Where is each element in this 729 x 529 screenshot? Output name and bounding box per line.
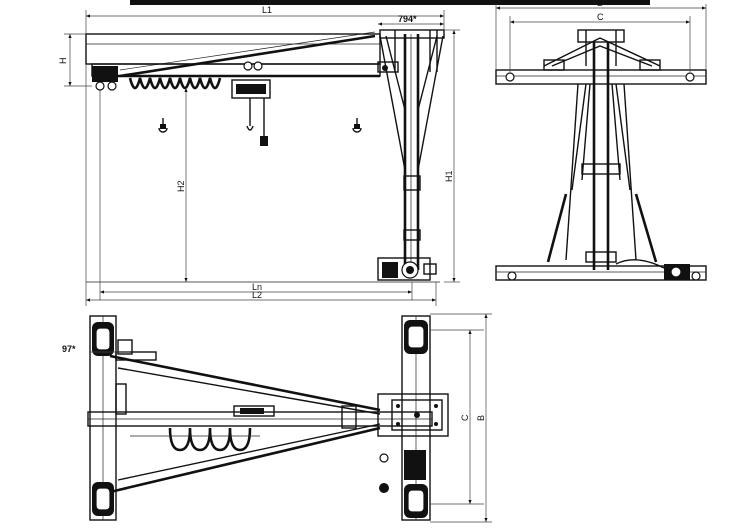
dim-label-794: 794* bbox=[398, 14, 417, 24]
dim-label-L1: L1 bbox=[262, 5, 272, 15]
hook-right bbox=[352, 118, 362, 133]
dim-label-plan-C: C bbox=[460, 414, 470, 421]
dim-label-plan-B: B bbox=[476, 415, 486, 421]
side-bottom-beam bbox=[495, 265, 707, 281]
plan-right-end-truck bbox=[379, 315, 431, 521]
dimension-side-B: B bbox=[495, 0, 707, 70]
side-top-beam bbox=[495, 69, 707, 85]
dimension-L2: L2 bbox=[85, 64, 437, 306]
dimension-side-C: C bbox=[509, 12, 691, 72]
support-column bbox=[377, 29, 445, 270]
dim-label-L2: L2 bbox=[252, 290, 262, 300]
dim-label-97: 97* bbox=[62, 344, 76, 354]
dimension-L1: L1 bbox=[85, 5, 445, 34]
plan-column-plate bbox=[377, 393, 449, 437]
dim-label-H: H bbox=[58, 58, 68, 65]
dimension-angle-97: 97* bbox=[62, 344, 130, 354]
dimension-794: 794* bbox=[378, 14, 444, 26]
plan-festoon-loops bbox=[168, 427, 252, 452]
dimension-plan-B: B bbox=[430, 313, 492, 523]
side-elevation-view: B C bbox=[495, 0, 707, 281]
base-end-carriage bbox=[377, 257, 437, 281]
dimension-H: H bbox=[58, 33, 92, 87]
front-elevation-view: L1 794* H H2 H1 Ln bbox=[58, 5, 460, 306]
dim-label-H2: H2 bbox=[176, 180, 186, 192]
dimension-Ln: Ln bbox=[99, 90, 413, 300]
dim-label-H1: H1 bbox=[444, 170, 454, 182]
hook-left bbox=[158, 118, 168, 133]
festoon-cable bbox=[128, 77, 222, 90]
cropped-header-strip bbox=[130, 0, 650, 5]
dimension-plan-C: C bbox=[430, 329, 484, 505]
hoist-trolley bbox=[231, 61, 271, 146]
dimension-H2: H2 bbox=[176, 88, 188, 282]
dim-label-side-B: B bbox=[597, 0, 603, 8]
plan-view: 97* C B bbox=[62, 313, 492, 523]
dim-label-side-C: C bbox=[597, 12, 604, 22]
plan-left-end-truck bbox=[89, 315, 117, 521]
dim-label-Ln: Ln bbox=[252, 282, 262, 292]
dimension-H1: H1 bbox=[444, 29, 460, 283]
